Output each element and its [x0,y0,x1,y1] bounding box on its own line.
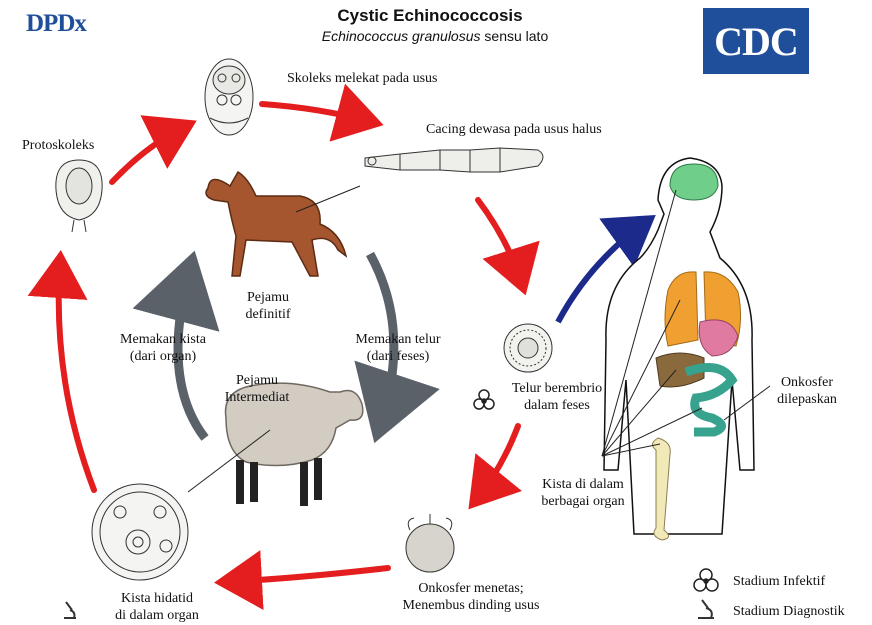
label-eat-egg: Memakan telur (dari feses) [338,331,458,365]
label-oncosphere-hatch-line1: Onkosfer menetas; [376,580,566,597]
dog-icon [206,172,360,276]
arrow-adult-to-egg [478,200,522,284]
label-hydatid-cyst: Kista hidatid di dalam organ [92,590,222,624]
label-cyst-organs-line2: berbagai organ [526,493,640,510]
label-eat-egg-line2: (dari feses) [338,348,458,365]
label-cyst-organs: Kista di dalam berbagai organ [526,476,640,510]
hydatid-cyst-icon [92,484,188,580]
label-definitive-host: Pejamu definitif [228,289,308,323]
label-scolex: Skoleks melekat pada usus [287,70,437,87]
label-hydatid-cyst-line1: Kista hidatid [92,590,222,607]
label-eat-cyst-line1: Memakan kista [103,331,223,348]
label-intermediate-host: Pejamu Intermediat [212,372,302,406]
label-intermediate-host-line1: Pejamu [212,372,302,389]
label-oncosphere-released-line1: Onkosfer [762,374,852,391]
biohazard-icon-legend [694,569,718,591]
embryonated-egg-icon [504,324,552,372]
label-eat-egg-line1: Memakan telur [338,331,458,348]
label-embryonated-egg: Telur berembrio dalam feses [496,380,618,414]
label-oncosphere-released: Onkosfer dilepaskan [762,374,852,408]
legend-diagnostic: Stadium Diagnostik [733,603,845,620]
microscope-icon-cyst [64,602,76,618]
label-eat-cyst: Memakan kista (dari organ) [103,331,223,365]
legend-infective: Stadium Infektif [733,573,825,590]
arrow-oncosphere-to-cyst [226,568,388,582]
biohazard-icon-egg [474,390,494,409]
protoscolex-icon [56,160,102,232]
label-oncosphere-hatch: Onkosfer menetas; Menembus dinding usus [376,580,566,614]
oncosphere-hatch-icon [406,514,454,572]
label-adult-worm: Cacing dewasa pada usus halus [426,121,602,138]
adult-worm-icon [365,148,543,172]
label-embryonated-egg-line1: Telur berembrio [496,380,618,397]
label-definitive-host-line1: Pejamu [228,289,308,306]
label-eat-cyst-line2: (dari organ) [103,348,223,365]
brain-organ [670,164,718,200]
label-definitive-host-line2: definitif [228,306,308,323]
label-embryonated-egg-line2: dalam feses [496,397,618,414]
label-protoscolex: Protoskoleks [22,137,94,154]
label-cyst-organs-line1: Kista di dalam [526,476,640,493]
label-oncosphere-hatch-line2: Menembus dinding usus [376,597,566,614]
label-intermediate-host-line2: Intermediat [212,389,302,406]
label-oncosphere-released-line2: dilepaskan [762,391,852,408]
arrow-cyst-to-protoscolex [59,262,94,490]
scolex-icon [205,59,253,135]
arrow-egg-to-oncosphere [476,426,518,500]
arrow-scolex-to-adult [262,104,372,122]
microscope-icon-legend [698,600,714,618]
arrow-protoscolex-to-scolex [112,126,186,182]
label-hydatid-cyst-line2: di dalam organ [92,607,222,624]
